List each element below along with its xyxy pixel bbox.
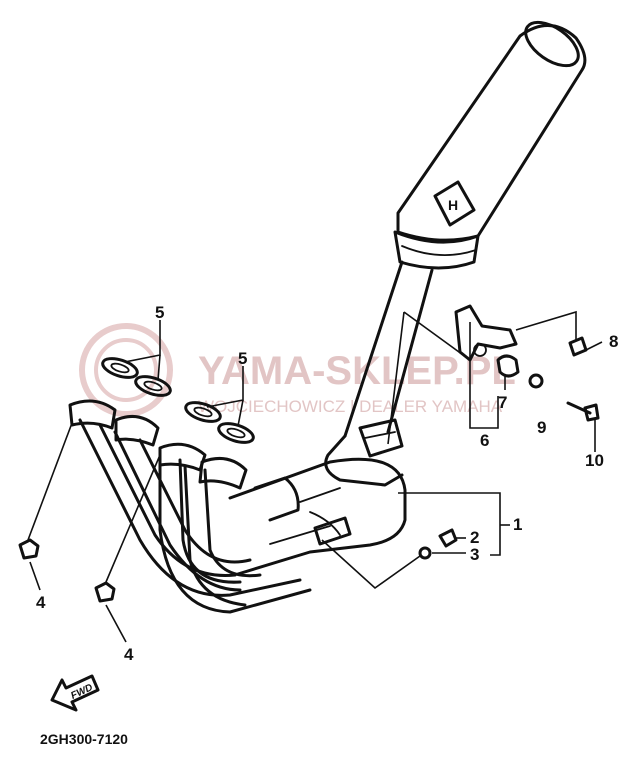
watermark-logo bbox=[79, 323, 173, 417]
callouts: 1 2 3 4 4 5 5 6 7 8 9 10 bbox=[36, 303, 618, 664]
callout-6: 6 bbox=[480, 431, 489, 450]
callout-5a: 5 bbox=[155, 303, 164, 322]
watermark-subtitle: WOJCIECHOWICZ | DEALER YAMAHA bbox=[198, 397, 503, 416]
watermark: YAMA-SKLEP.PL WOJCIECHOWICZ | DEALER YAM… bbox=[79, 323, 516, 417]
watermark-title: YAMA-SKLEP.PL bbox=[198, 349, 516, 393]
diagram-code: 2GH300-7120 bbox=[40, 731, 128, 747]
link-pipe bbox=[324, 260, 434, 487]
fwd-arrow-icon: FWD bbox=[50, 674, 100, 712]
collector bbox=[228, 457, 407, 576]
callout-7: 7 bbox=[498, 393, 507, 412]
callout-1: 1 bbox=[513, 515, 522, 534]
header-flanges bbox=[68, 399, 248, 490]
header-pipes bbox=[78, 418, 312, 614]
muffler-badge: H bbox=[448, 197, 458, 213]
washer-icon bbox=[528, 373, 544, 389]
callout-10: 10 bbox=[585, 451, 604, 470]
callout-9: 9 bbox=[537, 418, 546, 437]
small-fasteners bbox=[418, 528, 458, 560]
callout-8: 8 bbox=[609, 332, 618, 351]
callout-4a: 4 bbox=[36, 593, 46, 612]
muffler: H bbox=[393, 20, 587, 270]
callout-4b: 4 bbox=[124, 645, 134, 664]
leader-lines bbox=[27, 310, 603, 643]
header-nuts bbox=[18, 538, 116, 603]
callout-5b: 5 bbox=[238, 349, 247, 368]
callout-2: 2 bbox=[470, 528, 479, 547]
callout-3: 3 bbox=[470, 545, 479, 564]
gaskets bbox=[101, 357, 255, 444]
